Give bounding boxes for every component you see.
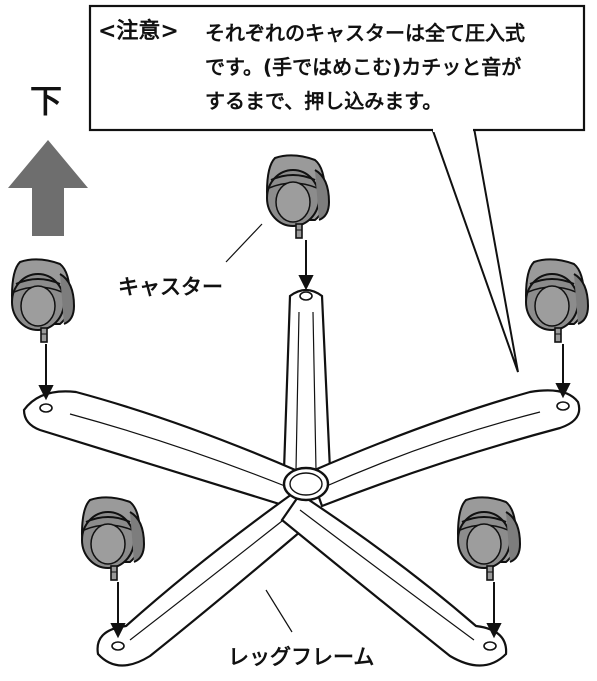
caster-label: キャスター bbox=[118, 275, 223, 299]
caster-left bbox=[11, 258, 75, 343]
caster-leader-line bbox=[225, 223, 263, 263]
caster-lower-right bbox=[457, 496, 521, 581]
note-line-2: です。(手ではめこむ)カチッと音が bbox=[205, 55, 521, 79]
direction-label: 下 bbox=[30, 82, 62, 120]
up-arrow-icon bbox=[8, 140, 88, 236]
leg-frame-leader-line bbox=[265, 589, 293, 633]
caster-lower-left bbox=[81, 496, 145, 581]
caster-top bbox=[266, 154, 330, 239]
insertion-arrows bbox=[38, 240, 571, 639]
note-callout bbox=[88, 4, 586, 373]
note-label: <注意> bbox=[98, 18, 179, 44]
leg-frame-label: レッグフレーム bbox=[228, 645, 374, 669]
note-line-1: それぞれのキャスターは全て圧入式 bbox=[205, 21, 525, 45]
note-line-3: するまで、押し込みます。 bbox=[205, 89, 442, 113]
caster-right bbox=[525, 258, 589, 343]
leg-frame bbox=[22, 288, 581, 667]
